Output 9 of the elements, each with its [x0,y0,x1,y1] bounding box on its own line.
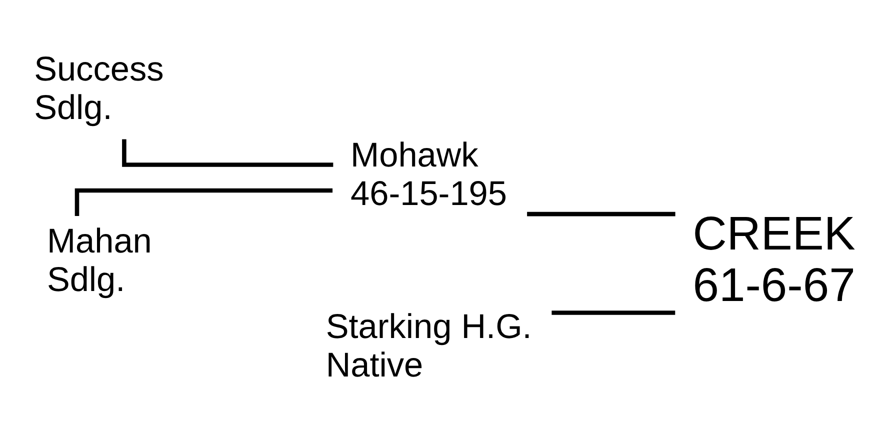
connector [122,139,334,167]
connector [527,212,676,216]
connector [552,310,676,315]
node-text: Mahan Sdlg. [46,222,152,299]
connector [74,188,333,216]
node-text: Starking H.G. Native [326,308,532,385]
node-text: Success Sdlg. [34,50,164,128]
node-text: Mohawk 46-15-195 [350,136,507,214]
node-text: CREEK 61-6-67 [692,208,856,312]
